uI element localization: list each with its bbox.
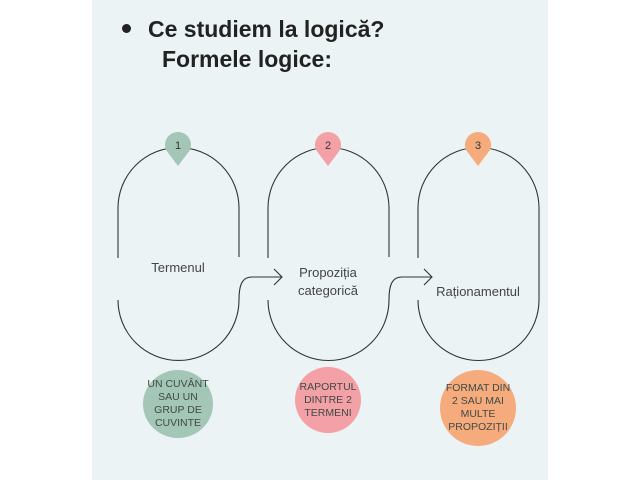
slide-subtitle: Formele logice:: [162, 46, 332, 72]
step-2-pin-icon: [314, 132, 342, 166]
bullet-icon: [122, 24, 131, 33]
stadium-2: [267, 146, 390, 362]
arrow-2-icon: [388, 268, 433, 301]
step-1-pin-icon: [165, 132, 191, 166]
step-1-label: Termenul: [151, 260, 205, 275]
step-2-number: 2: [325, 140, 331, 152]
arrow-1-icon: [238, 268, 283, 301]
stadium-1: [117, 146, 240, 362]
step-3-description: FORMAT DIN 2 SAU MAI MULTE PROPOZIȚII: [440, 370, 516, 446]
step-1-number: 1: [175, 140, 181, 152]
step-2-description: RAPORTUL DINTRE 2 TERMENI: [295, 367, 361, 433]
step-1-description: UN CUVÂNT SAU UN GRUP DE CUVINTE: [143, 370, 213, 438]
step-3-label: Raționamentul: [436, 284, 520, 299]
step-3-pin-icon: [465, 132, 492, 166]
step-2-label: Propoziția categorică: [298, 265, 358, 298]
step-3-number: 3: [475, 140, 481, 152]
slide-title: Ce studiem la logică?: [148, 16, 385, 42]
stadium-3: [417, 146, 540, 362]
